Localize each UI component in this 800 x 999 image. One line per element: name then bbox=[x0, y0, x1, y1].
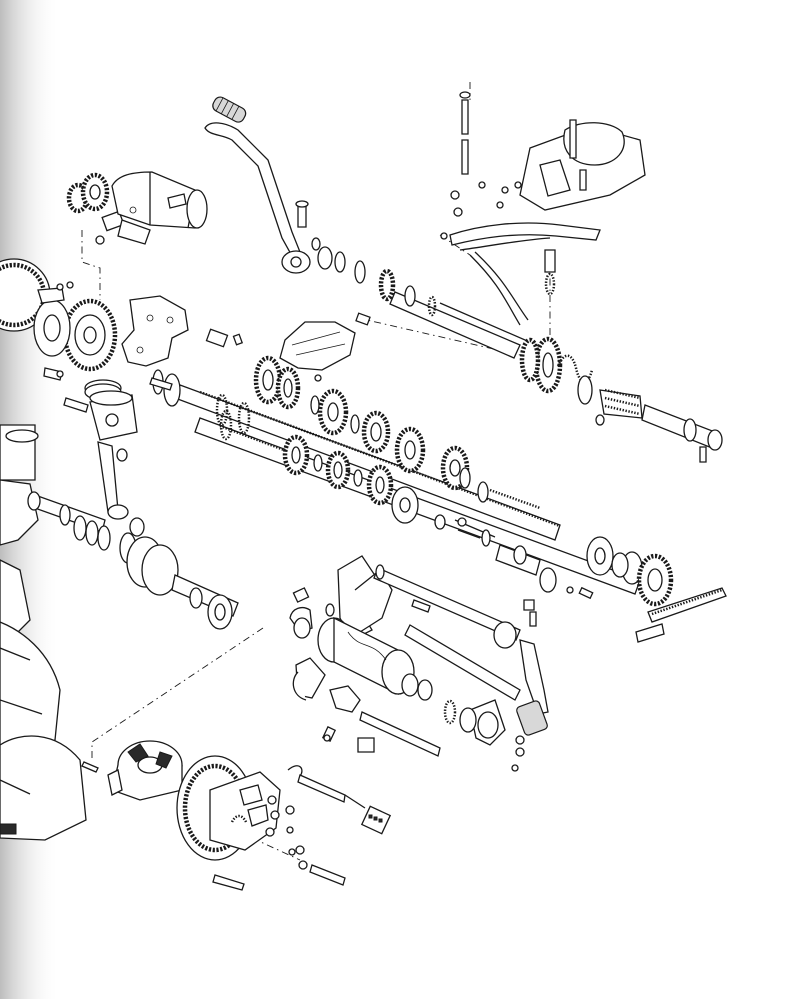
starter-driven-gear bbox=[34, 284, 115, 380]
final-drive-sprocket bbox=[496, 545, 671, 626]
contact-breaker-assembly bbox=[441, 92, 645, 325]
cylinder-bore bbox=[6, 430, 38, 442]
gearbox-main-shaft bbox=[195, 411, 642, 594]
wiring-connector bbox=[288, 766, 390, 834]
crankshaft bbox=[28, 492, 238, 629]
side-cover-edge bbox=[0, 622, 60, 760]
selector-forks bbox=[290, 556, 520, 700]
fasteners bbox=[57, 282, 518, 855]
kickstart-return-spring bbox=[522, 339, 722, 462]
cover-badge bbox=[0, 824, 16, 834]
alternator-cover bbox=[0, 736, 86, 840]
kickstart-lever bbox=[205, 95, 320, 273]
alternator-stator bbox=[177, 756, 345, 890]
kickstart-rubber bbox=[211, 95, 248, 124]
piston-assembly bbox=[64, 380, 137, 519]
starter-motor bbox=[69, 172, 207, 244]
gear-change-lever bbox=[445, 622, 548, 756]
bracket-plate bbox=[122, 296, 188, 366]
gearbox-lay-shaft bbox=[153, 329, 560, 540]
gear-cover-plate bbox=[280, 313, 370, 381]
clutch-cover-edge bbox=[0, 560, 30, 640]
drive-chain bbox=[636, 588, 726, 642]
alternator-rotor bbox=[108, 741, 182, 800]
gear-selector-drum bbox=[293, 588, 520, 700]
